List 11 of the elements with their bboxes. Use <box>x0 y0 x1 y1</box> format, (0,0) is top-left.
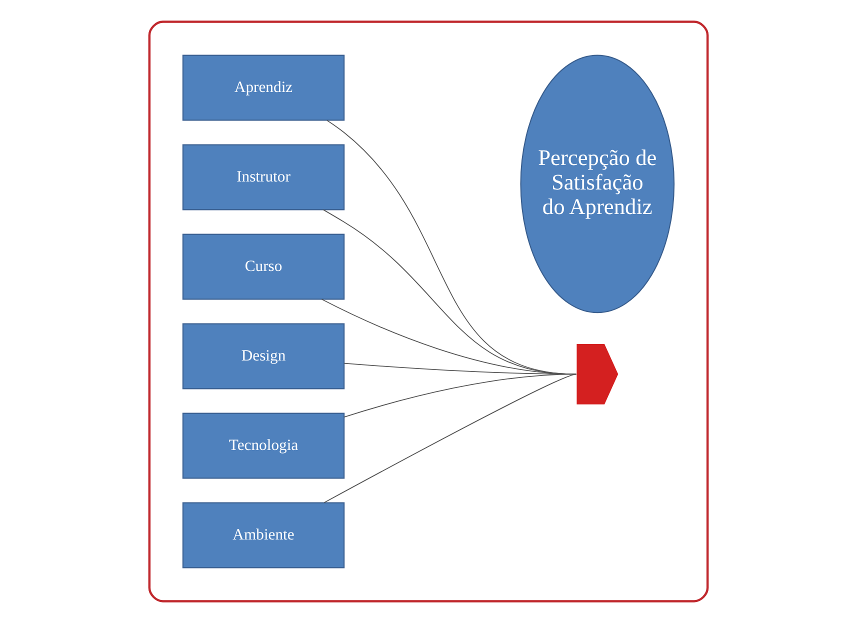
node-box: Tecnologia <box>182 412 344 479</box>
connector <box>343 374 576 418</box>
cluster <box>148 20 708 602</box>
node-ellipse: Percepção de Satisfação do Aprendiz <box>520 54 674 314</box>
node-box: Ambiente <box>182 502 344 568</box>
connector <box>323 374 576 504</box>
node-chevron <box>576 344 618 404</box>
node-box: Aprendiz <box>182 54 344 121</box>
node-box: Instrutor <box>182 144 344 210</box>
node-box: Design <box>182 323 344 390</box>
node-box: Curso <box>182 234 344 300</box>
